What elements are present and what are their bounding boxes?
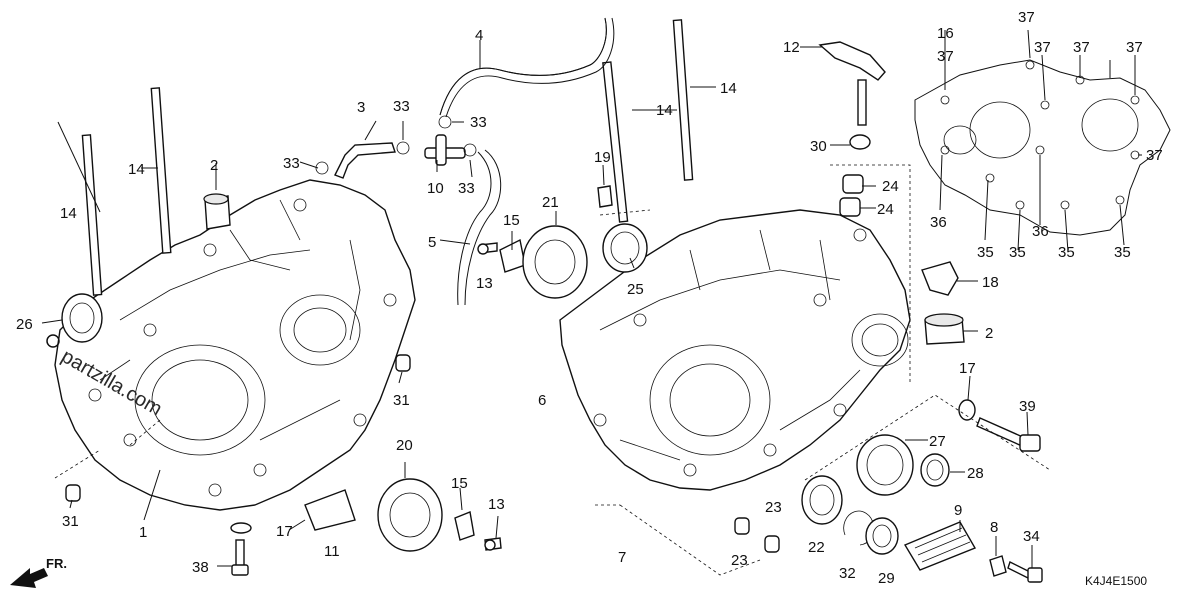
callout-9: 9 xyxy=(954,502,962,519)
callout-35: 35 xyxy=(1058,244,1075,261)
front-direction-arrow: FR. xyxy=(10,556,67,588)
callout-8: 8 xyxy=(990,519,998,536)
callout-1: 1 xyxy=(139,524,147,541)
callout-37: 37 xyxy=(1126,39,1143,56)
left-crankcase-drawing xyxy=(54,179,416,511)
callout-37: 37 xyxy=(937,48,954,65)
callout-3: 3 xyxy=(357,99,365,116)
right-crankcase-drawing xyxy=(559,209,911,491)
callout-18: 18 xyxy=(982,274,999,291)
callout-14: 14 xyxy=(60,205,77,222)
watermark-dot-icon xyxy=(46,334,60,348)
callout-33: 33 xyxy=(393,98,410,115)
callout-31: 31 xyxy=(393,392,410,409)
callout-numbers: 1 2 2 3 4 5 6 7 8 9 10 11 12 13 13 14 14… xyxy=(16,9,1163,587)
callout-14: 14 xyxy=(128,161,145,178)
callout-4: 4 xyxy=(475,27,483,44)
callout-16: 16 xyxy=(937,25,954,42)
callout-31: 31 xyxy=(62,513,79,530)
callout-15: 15 xyxy=(503,212,520,229)
callout-35: 35 xyxy=(1009,244,1026,261)
callout-25: 25 xyxy=(627,281,644,298)
callout-12: 12 xyxy=(783,39,800,56)
callout-33: 33 xyxy=(470,114,487,131)
callout-37: 37 xyxy=(1034,39,1051,56)
callout-37: 37 xyxy=(1073,39,1090,56)
callout-38: 38 xyxy=(192,559,209,576)
callout-17: 17 xyxy=(959,360,976,377)
callout-17: 17 xyxy=(276,523,293,540)
callout-28: 28 xyxy=(967,465,984,482)
cover-gasket-drawing xyxy=(914,59,1171,236)
callout-19: 19 xyxy=(594,149,611,166)
callout-37: 37 xyxy=(1018,9,1035,26)
callout-32: 32 xyxy=(839,565,856,582)
callout-13: 13 xyxy=(488,496,505,513)
callout-27: 27 xyxy=(929,433,946,450)
callout-2: 2 xyxy=(210,157,218,174)
callout-21: 21 xyxy=(542,194,559,211)
callout-23: 23 xyxy=(765,499,782,516)
callout-20: 20 xyxy=(396,437,413,454)
callout-36: 36 xyxy=(1032,223,1049,240)
callout-30: 30 xyxy=(810,138,827,155)
callout-26: 26 xyxy=(16,316,33,333)
callout-11: 11 xyxy=(324,543,340,560)
callout-7: 7 xyxy=(618,549,626,566)
callout-35: 35 xyxy=(977,244,994,261)
direction-label: FR. xyxy=(46,556,67,571)
callout-14: 14 xyxy=(720,80,737,97)
callout-29: 29 xyxy=(878,570,895,587)
diagram-code: K4J4E1500 xyxy=(1085,574,1147,588)
callout-34: 34 xyxy=(1023,528,1040,545)
callout-23: 23 xyxy=(731,552,748,569)
callout-39: 39 xyxy=(1019,398,1036,415)
callout-14: 14 xyxy=(656,102,673,119)
callout-6: 6 xyxy=(538,392,546,409)
callout-33: 33 xyxy=(283,155,300,172)
callout-10: 10 xyxy=(427,180,444,197)
callout-37: 37 xyxy=(1146,147,1163,164)
callout-33: 33 xyxy=(458,180,475,197)
callout-24: 24 xyxy=(882,178,899,195)
callout-22: 22 xyxy=(808,539,825,556)
stud-bolts-drawing xyxy=(81,19,694,296)
callout-5: 5 xyxy=(428,234,436,251)
callout-13: 13 xyxy=(476,275,493,292)
callout-15: 15 xyxy=(451,475,468,492)
callout-35: 35 xyxy=(1114,244,1131,261)
small-parts-drawing xyxy=(61,17,1043,583)
callout-36: 36 xyxy=(930,214,947,231)
leader-lines xyxy=(41,29,1142,576)
callout-2: 2 xyxy=(985,325,993,342)
callout-24: 24 xyxy=(877,201,894,218)
